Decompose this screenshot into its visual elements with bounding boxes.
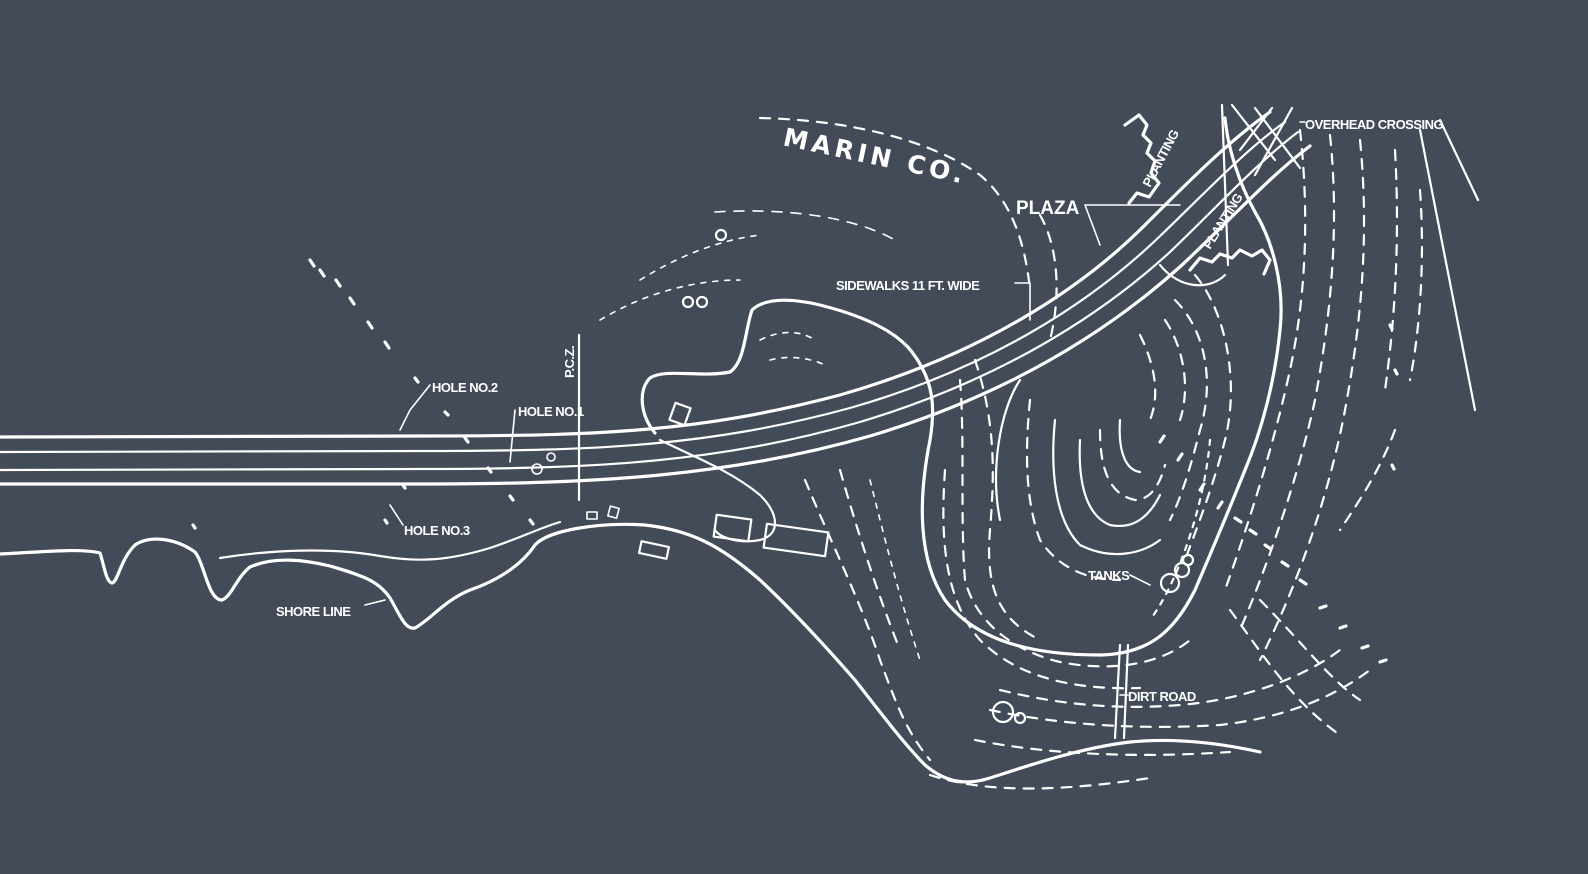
map-labels: MARIN CO. PLAZA SIDEWALKS 11 FT. WIDE OV… — [276, 117, 1444, 704]
buildings — [586, 401, 830, 560]
shore-line-label: SHORE LINE — [276, 604, 351, 619]
scattered-marks — [191, 258, 1399, 664]
dirt-road-label: DIRT ROAD — [1128, 689, 1196, 704]
contour-lines — [599, 116, 1480, 790]
plaza-label: PLAZA — [1016, 198, 1080, 219]
shore-line — [0, 520, 1262, 784]
tank-circles — [531, 228, 1195, 725]
hill-loop-road — [640, 116, 1283, 657]
hole-1-label: HOLE NO.1 — [518, 404, 584, 419]
highway-road — [0, 110, 1312, 486]
hole-2-label: HOLE NO.2 — [432, 380, 498, 395]
sidewalks-label: SIDEWALKS 11 FT. WIDE — [836, 278, 980, 293]
planting-areas — [1123, 113, 1272, 287]
tanks-label: TANKS — [1088, 568, 1130, 583]
overhead-crossing-label: OVERHEAD CROSSING — [1305, 117, 1444, 132]
station-mark-label: P.C.Z. — [562, 346, 577, 378]
leader-lines — [364, 204, 1181, 696]
overhead-crossing-structure — [1220, 103, 1306, 267]
dirt-road — [1113, 643, 1130, 740]
hole-3-label: HOLE NO.3 — [404, 523, 470, 538]
